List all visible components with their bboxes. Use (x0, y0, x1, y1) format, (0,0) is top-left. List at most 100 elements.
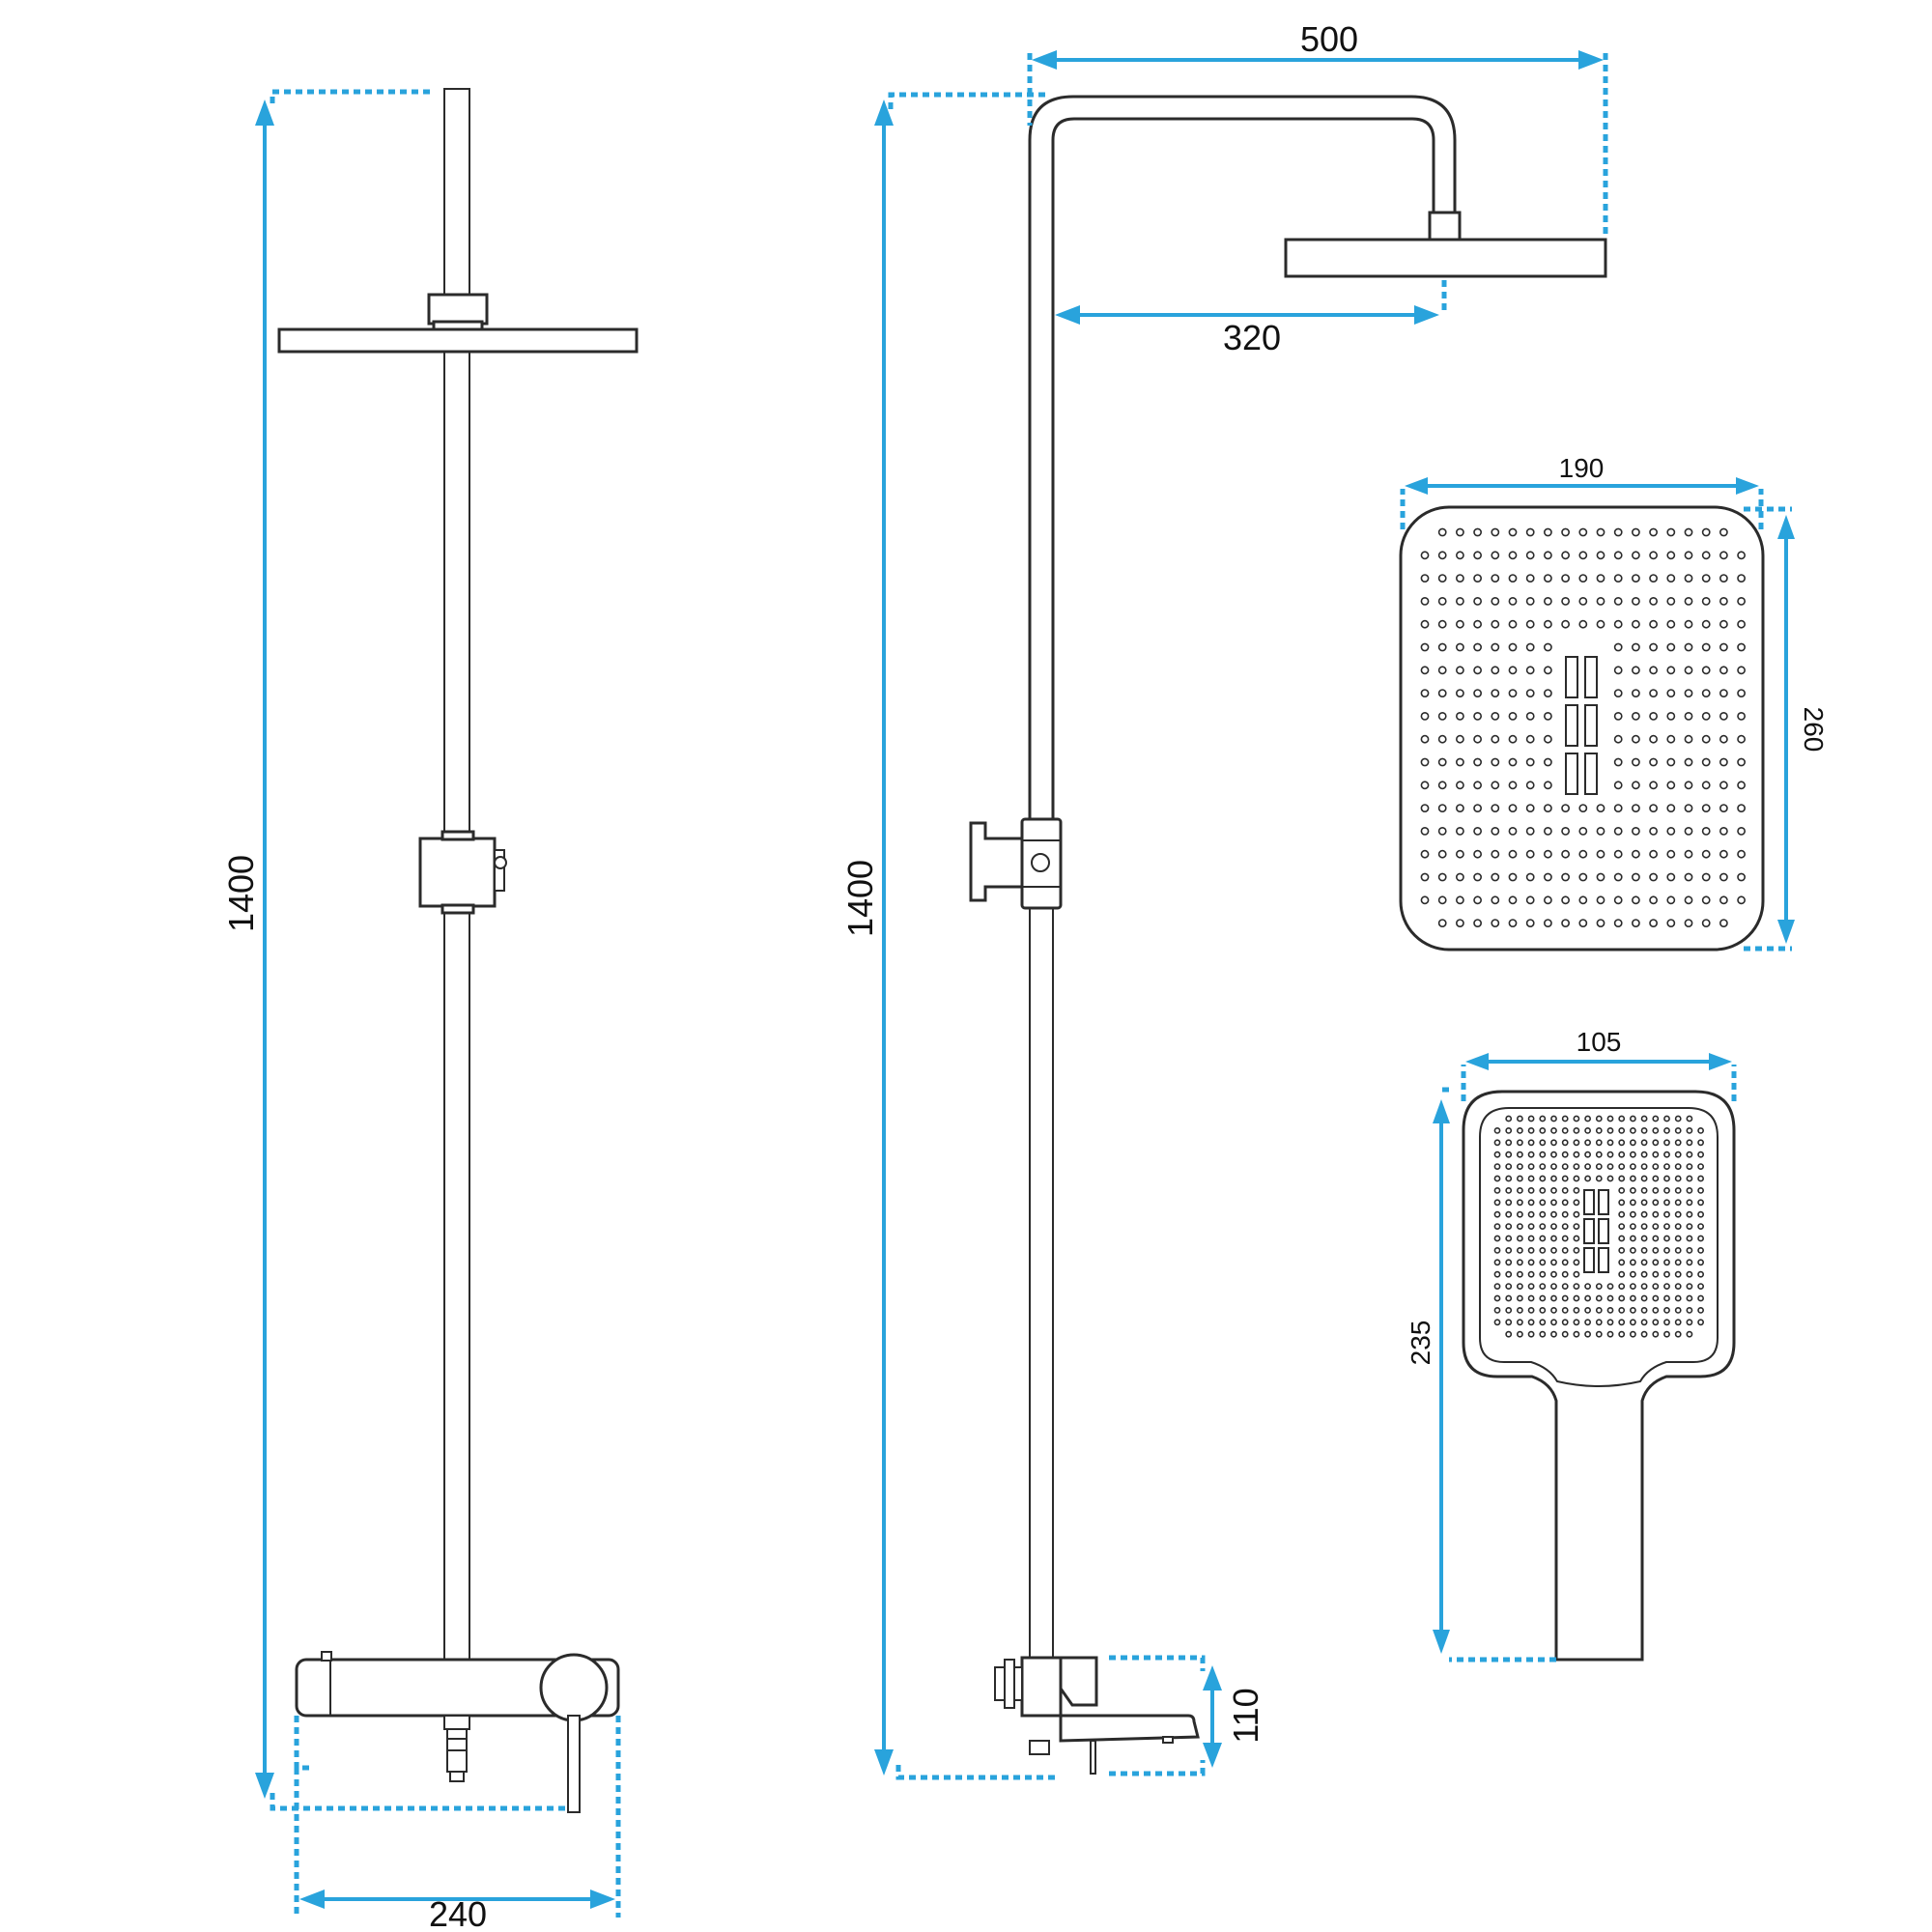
nozzle-dot (1525, 827, 1535, 836)
nozzle-dot (1630, 1319, 1636, 1326)
nozzle-dot (1578, 527, 1588, 537)
nozzle-dot (1527, 1270, 1535, 1278)
nozzle-dot (1701, 642, 1711, 652)
nozzle-dot (1578, 849, 1588, 859)
nozzle-dot (1595, 1163, 1603, 1170)
nozzle-dot (1649, 895, 1658, 905)
nozzle-dot (1505, 1151, 1513, 1158)
nozzle-dot (1508, 642, 1518, 652)
nozzle-dot (1508, 827, 1518, 836)
nozzle-dot (1561, 574, 1570, 582)
front-outlet-tip (449, 1771, 465, 1782)
nozzle-dot (1561, 804, 1570, 812)
nozzle-dot (1437, 666, 1447, 675)
nozzle-dot (1578, 827, 1588, 836)
front-width-arrow-right (590, 1889, 615, 1909)
nozzle-dot (1684, 666, 1693, 675)
nozzle-dot (1737, 619, 1746, 629)
nozzle-dot (1701, 895, 1711, 905)
nozzle-dot (1613, 849, 1623, 859)
nozzle-dot (1663, 1259, 1670, 1266)
nozzle-dot (1561, 1199, 1569, 1207)
nozzle-dot (1527, 1187, 1535, 1194)
nozzle-dot (1632, 527, 1640, 537)
nozzle-dot (1649, 689, 1658, 697)
nozzle-dot (1674, 1151, 1682, 1158)
nozzle-dot (1640, 1139, 1648, 1147)
nozzle-dot (1493, 1223, 1501, 1230)
nozzle-dot (1618, 1210, 1626, 1218)
nozzle-dot (1737, 734, 1746, 744)
nozzle-dot (1686, 1259, 1693, 1266)
nozzle-dot (1550, 1330, 1557, 1338)
nozzle-dot (1437, 619, 1447, 629)
hand-shower-center-slot (1583, 1189, 1595, 1215)
nozzle-dot (1539, 1247, 1547, 1254)
nozzle-dot (1544, 642, 1552, 652)
nozzle-dot (1737, 757, 1746, 767)
front-width-arrow-left (299, 1889, 325, 1909)
nozzle-dot (1525, 872, 1535, 882)
nozzle-dot (1686, 1163, 1693, 1170)
nozzle-dot (1578, 919, 1588, 927)
nozzle-dot (1437, 574, 1447, 582)
nozzle-dot (1663, 1151, 1670, 1158)
nozzle-dot (1527, 1139, 1535, 1147)
nozzle-dot (1697, 1127, 1704, 1134)
nozzle-dot (1420, 619, 1430, 629)
nozzle-dot (1684, 895, 1693, 905)
nozzle-dot (1596, 527, 1605, 537)
nozzle-dot (1584, 1151, 1591, 1158)
nozzle-dot (1613, 527, 1623, 537)
rain-height-arrow-top (1777, 515, 1795, 539)
nozzle-dot (1666, 895, 1676, 905)
nozzle-dot (1640, 1127, 1648, 1134)
side-lower-riser (1029, 905, 1054, 1661)
nozzle-dot (1595, 1283, 1603, 1290)
nozzle-dot (1649, 757, 1658, 767)
nozzle-dot (1491, 712, 1500, 721)
nozzle-dot (1437, 804, 1447, 812)
nozzle-dot (1561, 1163, 1569, 1170)
nozzle-dot (1517, 1235, 1523, 1242)
mixer-arrow-bottom (1203, 1743, 1222, 1768)
nozzle-dot (1544, 827, 1552, 836)
rain-head-dimensions: 190 260 (1400, 453, 1829, 952)
nozzle-dot (1630, 1127, 1636, 1134)
nozzle-dot (1649, 527, 1658, 537)
nozzle-dot (1686, 1319, 1693, 1326)
nozzle-dot (1437, 527, 1447, 537)
side-height-arrow-top (874, 99, 894, 126)
nozzle-dot (1719, 781, 1728, 790)
front-view (277, 88, 639, 1813)
side-bottom-extension (895, 1763, 1055, 1780)
nozzle-dot (1719, 895, 1728, 905)
nozzle-dot (1561, 1175, 1569, 1182)
nozzle-dot (1630, 1175, 1636, 1182)
nozzle-dot (1686, 1235, 1693, 1242)
nozzle-dot (1652, 1115, 1660, 1122)
nozzle-dot (1508, 919, 1518, 927)
nozzle-dot (1527, 1163, 1535, 1170)
nozzle-dot (1606, 1319, 1614, 1326)
nozzle-dot (1663, 1283, 1670, 1290)
nozzle-dot (1525, 527, 1535, 537)
nozzle-dot (1527, 1115, 1535, 1122)
nozzle-dot (1420, 642, 1430, 652)
nozzle-dot (1701, 619, 1711, 629)
nozzle-dot (1420, 597, 1430, 606)
nozzle-dot (1525, 804, 1535, 812)
nozzle-dot (1550, 1319, 1557, 1326)
nozzle-dot (1618, 1223, 1626, 1230)
nozzle-dot (1473, 895, 1482, 905)
nozzle-dot (1686, 1283, 1693, 1290)
nozzle-dot (1613, 734, 1623, 744)
nozzle-dot (1663, 1175, 1670, 1182)
nozzle-dot (1437, 849, 1447, 859)
nozzle-dot (1544, 551, 1552, 560)
nozzle-dot (1437, 919, 1447, 927)
nozzle-dot (1561, 1247, 1569, 1254)
nozzle-dot (1697, 1235, 1704, 1242)
nozzle-dot (1505, 1270, 1513, 1278)
nozzle-dot (1663, 1187, 1670, 1194)
